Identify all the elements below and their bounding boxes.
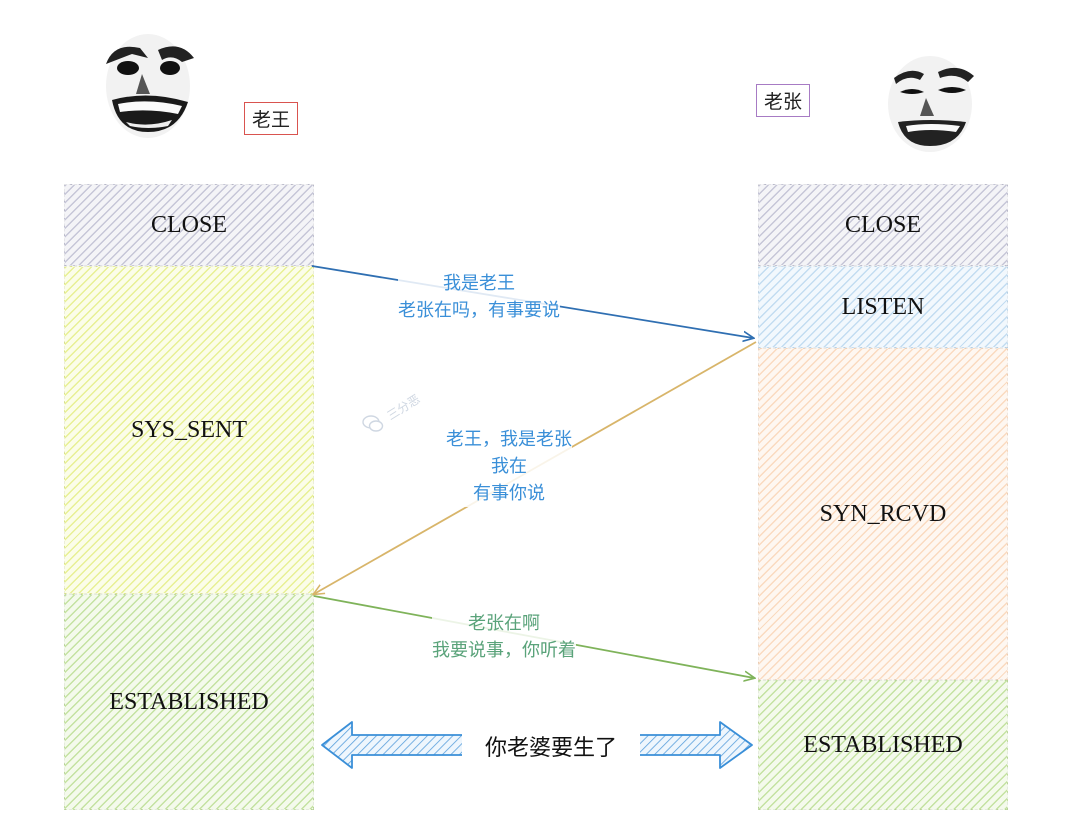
right-state-syn-rcvd: SYN_RCVD	[758, 348, 1008, 680]
right-state-close: CLOSE	[758, 184, 1008, 266]
right-state-established: ESTABLISHED	[758, 680, 1008, 810]
message-synack: 老王，我是老张 我在 有事你说	[446, 426, 572, 507]
left-party-tag: 老王	[244, 102, 299, 135]
message-line: 我在	[491, 456, 527, 477]
message-line: 老王，我是老张	[446, 429, 572, 450]
left-face-icon	[106, 34, 194, 138]
right-state-listen: LISTEN	[758, 266, 1008, 348]
left-state-close: CLOSE	[64, 184, 314, 266]
message-line: 有事你说	[473, 483, 545, 504]
wechat-icon	[362, 415, 384, 432]
message-line: 老张在啊	[468, 613, 540, 634]
message-line: 我是老王	[443, 273, 515, 294]
right-party-tag: 老张	[756, 84, 811, 117]
message-syn: 我是老王 老张在吗，有事要说	[398, 270, 560, 324]
right-face-icon	[888, 56, 974, 152]
center-label: 你老婆要生了	[462, 728, 640, 764]
left-state-established: ESTABLISHED	[64, 594, 314, 810]
message-line: 老张在吗，有事要说	[398, 300, 560, 321]
message-line: 我要说事，你听着	[432, 640, 576, 661]
left-state-syn-sent: SYS_SENT	[64, 266, 314, 594]
message-ack: 老张在啊 我要说事，你听着	[432, 610, 576, 664]
